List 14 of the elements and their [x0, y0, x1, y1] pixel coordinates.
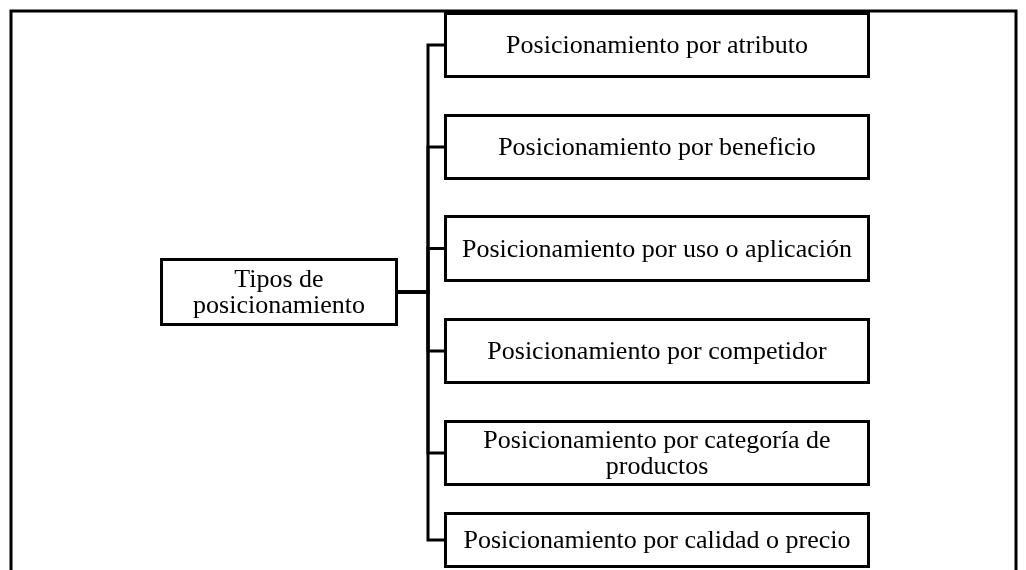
text-box — [444, 114, 870, 180]
box-label: Posicionamiento por categoría de productos — [482, 427, 832, 479]
box-label: Posicionamiento por atributo — [506, 32, 808, 58]
box-label: Posicionamiento por beneficio — [498, 134, 816, 160]
text-box — [444, 318, 870, 384]
box-label: Tipos de posicionamiento — [192, 266, 366, 318]
text-box — [444, 420, 870, 486]
box-label: Posicionamiento por competidor — [487, 338, 827, 364]
text-box — [444, 512, 870, 568]
text-box — [444, 215, 870, 282]
box-label: Posicionamiento por calidad o precio — [463, 527, 851, 553]
text-box — [160, 258, 398, 326]
text-box — [444, 12, 870, 78]
box-label: Posicionamiento por uso o aplicación — [462, 235, 852, 262]
